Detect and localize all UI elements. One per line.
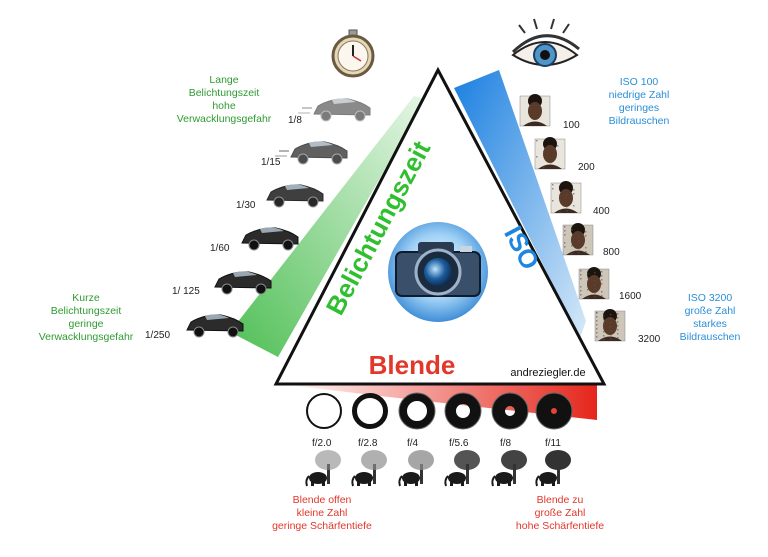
stopwatch-icon xyxy=(331,29,375,78)
shutter-value-2: 1/15 xyxy=(261,157,281,168)
aperture-ring-icon xyxy=(491,392,529,430)
car-icon xyxy=(241,227,299,251)
aperture-rings xyxy=(306,392,573,430)
credit-text: andreziegler.de xyxy=(510,367,585,379)
aperture-ring-icon xyxy=(444,392,482,430)
tree-elephant-icon xyxy=(398,450,434,487)
aperture-ring-icon xyxy=(352,393,388,429)
shutter-value-3: 1/30 xyxy=(236,200,256,211)
shutter-value-5: 1/ 125 xyxy=(172,286,200,297)
aperture-ring-icon xyxy=(398,392,436,430)
eye-icon xyxy=(511,18,580,67)
portrait-icon xyxy=(562,223,594,256)
car-icon xyxy=(214,271,272,295)
car-icon xyxy=(186,314,244,338)
aperture-value-6: f/11 xyxy=(545,438,561,449)
iso-band xyxy=(454,70,586,338)
shutter-value-4: 1/60 xyxy=(210,243,230,254)
iso-value-2: 200 xyxy=(578,162,595,173)
portrait-icon xyxy=(594,309,626,342)
aperture-ring-icon xyxy=(306,393,342,429)
aperture-side-title: Blende xyxy=(369,350,456,380)
car-icon xyxy=(266,184,324,208)
tree-elephant-icon xyxy=(491,450,527,487)
aperture-scenes xyxy=(305,450,571,487)
iso-portraits xyxy=(519,94,626,342)
portrait-icon xyxy=(534,137,566,170)
iso-value-4: 800 xyxy=(603,247,620,258)
shutter-value-6: 1/250 xyxy=(145,330,171,341)
portrait-icon xyxy=(550,181,582,214)
aperture-value-4: f/5.6 xyxy=(449,438,469,449)
aperture-value-3: f/4 xyxy=(407,438,419,449)
shutter-cars xyxy=(186,98,371,338)
tree-elephant-icon xyxy=(444,450,480,487)
iso-value-3: 400 xyxy=(593,206,610,217)
iso-value-6: 3200 xyxy=(638,334,661,345)
car-icon xyxy=(275,141,348,165)
aperture-value-2: f/2.8 xyxy=(358,438,378,449)
shutter-value-1: 1/8 xyxy=(288,115,302,126)
tree-elephant-icon xyxy=(305,450,341,487)
aperture-value-5: f/8 xyxy=(500,438,512,449)
aperture-value-1: f/2.0 xyxy=(312,438,332,449)
shutter-band xyxy=(230,96,425,357)
tree-elephant-icon xyxy=(535,450,571,487)
iso-value-1: 100 xyxy=(563,120,580,131)
car-icon xyxy=(298,98,371,122)
aperture-ring-icon xyxy=(535,392,573,430)
portrait-icon xyxy=(519,94,551,127)
portrait-icon xyxy=(578,267,610,300)
camera-icon xyxy=(388,222,488,322)
iso-value-5: 1600 xyxy=(619,291,642,302)
tree-elephant-icon xyxy=(351,450,387,487)
